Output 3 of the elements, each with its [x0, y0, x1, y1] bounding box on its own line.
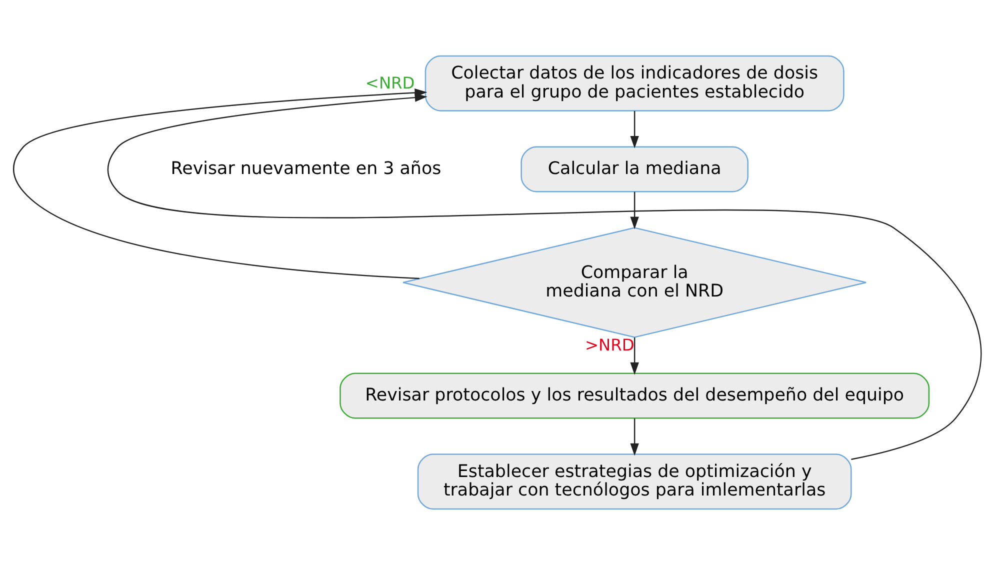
label: Revisar nuevamente en 3 años [170, 158, 442, 179]
edge-label: <NRD [365, 73, 415, 92]
edge-label: >NRD [585, 336, 634, 355]
